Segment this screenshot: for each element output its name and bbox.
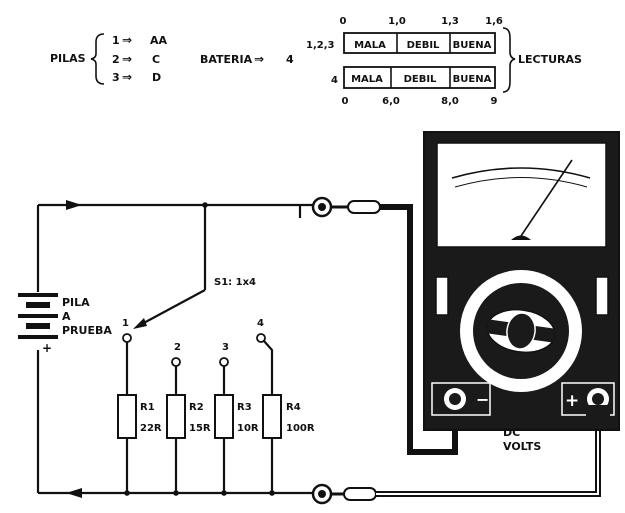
resistor-r2-value: 15R	[189, 423, 211, 434]
scale-top-tick-3: 1,6	[485, 16, 503, 27]
bateria-arrow: ⇒	[254, 52, 264, 66]
range-selector-knob[interactable]	[484, 305, 557, 356]
bateria-legend: BATERIA ⇒ 4	[200, 52, 294, 66]
bateria-value: 4	[286, 53, 294, 66]
pila-2-number: 2	[112, 53, 120, 66]
bottom-wire-arrow	[66, 488, 82, 498]
scale-bottom-tick-0: 0	[342, 96, 349, 107]
scale-top-tick-2: 1,3	[441, 16, 459, 27]
resistor-r2-name: R2	[189, 402, 204, 413]
positive-jack[interactable]	[592, 393, 604, 405]
negative-jack-symbol: −	[476, 390, 489, 409]
bateria-label: BATERIA	[200, 53, 253, 66]
resistor-r3	[214, 394, 234, 439]
meter-needle-pivot	[511, 235, 531, 240]
top-terminal	[311, 196, 333, 218]
pilas-brace	[90, 33, 105, 85]
meter-right-slot	[595, 276, 609, 316]
pila-1-number: 1	[112, 34, 120, 47]
pila-1-arrow: ⇒	[122, 33, 132, 47]
scale-bottom-frame	[343, 66, 496, 89]
scale-top-frame	[343, 32, 496, 54]
positive-plug-cover	[586, 405, 610, 425]
circuit: PILA A PRUEBA + S1: 1x4 1 2 3 4 R1	[18, 196, 601, 505]
scale-top: 0 1,0 1,3 1,6 1,2,3 MALA DEBIL BUENA	[306, 16, 503, 54]
resistor-r1-value: 22R	[140, 423, 162, 434]
resistor-r3-value: 10R	[237, 423, 259, 434]
lecturas-brace	[502, 27, 516, 93]
pilas-legend: PILAS 1 ⇒ AA 2 ⇒ C 3 ⇒ D	[50, 33, 168, 85]
junction-dot-2	[173, 490, 179, 496]
switch-contact-3	[219, 357, 229, 367]
resistor-r1	[117, 394, 137, 439]
switch-contact-2	[171, 357, 181, 367]
pila-3-type: D	[152, 71, 161, 84]
meter-scale-arc	[451, 167, 591, 179]
battery-label-line-3: PRUEBA	[62, 324, 112, 337]
scale-top-row-label: 1,2,3	[306, 40, 335, 51]
multimeter: − +	[423, 131, 620, 431]
pila-2-arrow: ⇒	[122, 52, 132, 66]
pila-3-number: 3	[112, 71, 120, 84]
resistor-r4-value: 100R	[286, 423, 315, 434]
pila-3-arrow: ⇒	[122, 70, 132, 84]
scale-bottom-tick-1: 6,0	[382, 96, 400, 107]
switch-position-2: 2	[174, 342, 181, 353]
scale-top-tick-0: 0	[340, 16, 347, 27]
meter-display-window	[436, 142, 607, 248]
switch-position-1: 1	[122, 318, 129, 329]
battery-label-line-1: PILA	[62, 296, 90, 309]
junction-dot-3	[221, 490, 227, 496]
switch-wiper	[139, 289, 206, 326]
resistor-r1-name: R1	[140, 402, 155, 413]
junction-dot-1	[124, 490, 130, 496]
scale-bottom-buena: BUENA	[453, 74, 492, 85]
battery-symbol	[18, 293, 58, 339]
meter-left-slot	[435, 276, 449, 316]
scale-top-debil: DEBIL	[407, 40, 440, 51]
scale-bottom-tick-2: 8,0	[441, 96, 459, 107]
lecturas-label: LECTURAS	[518, 53, 582, 66]
positive-probe-lead	[331, 405, 601, 501]
meter-mode-line-1: DC	[503, 426, 520, 439]
scale-bottom-mala: MALA	[351, 74, 383, 85]
resistor-r4	[262, 394, 282, 439]
pilas-label: PILAS	[50, 52, 86, 65]
switch-label: S1: 1x4	[214, 277, 256, 288]
pila-2-type: C	[152, 53, 160, 66]
scale-bottom-row-label: 4	[331, 75, 338, 86]
positive-jack-symbol: +	[565, 391, 579, 411]
pila-1-type: AA	[150, 34, 168, 47]
junction-dot-4	[269, 490, 275, 496]
scale-top-buena: BUENA	[453, 40, 492, 51]
top-wire-arrow	[66, 200, 82, 210]
switch-contact-1	[122, 333, 132, 343]
meter-mode-line-2: VOLTS	[503, 440, 541, 453]
battery-label-line-2: A	[62, 310, 71, 323]
scale-top-mala: MALA	[354, 40, 386, 51]
r4-top-lead	[263, 340, 274, 395]
switch-junction-dot	[202, 202, 208, 208]
switch-contact-4	[256, 333, 266, 343]
negative-jack[interactable]	[449, 393, 461, 405]
resistor-r3-name: R3	[237, 402, 252, 413]
bottom-terminal	[311, 483, 333, 505]
negative-probe-lead	[331, 200, 458, 455]
switch-wiper-arrow	[133, 318, 147, 329]
scale-bottom-debil: DEBIL	[404, 74, 437, 85]
meter-scale-arc-inner	[454, 177, 588, 188]
switch-position-3: 3	[222, 342, 229, 353]
scale-top-tick-1: 1,0	[388, 16, 406, 27]
resistor-r4-name: R4	[286, 402, 301, 413]
scale-bottom: 4 MALA DEBIL BUENA 0 6,0 8,0 9	[331, 66, 498, 107]
scale-bottom-tick-3: 9	[491, 96, 498, 107]
resistor-r2	[166, 394, 186, 439]
switch-position-4: 4	[257, 318, 264, 329]
meter-needle	[520, 159, 573, 237]
battery-plus-sign: +	[42, 341, 52, 355]
